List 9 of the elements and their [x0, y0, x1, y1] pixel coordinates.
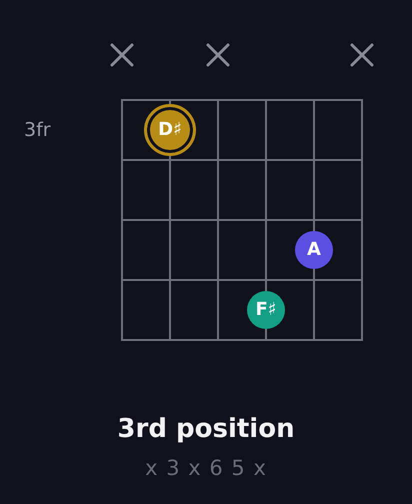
note-marker [247, 291, 285, 329]
note-marker [295, 231, 333, 269]
note-name: F♯ [255, 301, 276, 319]
root-note-marker [144, 104, 196, 156]
note-name: A [307, 241, 321, 259]
fret-number: 3fr [24, 118, 51, 142]
chord-title: 3rd position [117, 414, 295, 444]
fingering-caption: x 3 x 6 5 x [145, 456, 267, 480]
note-name: D♯ [158, 121, 182, 139]
